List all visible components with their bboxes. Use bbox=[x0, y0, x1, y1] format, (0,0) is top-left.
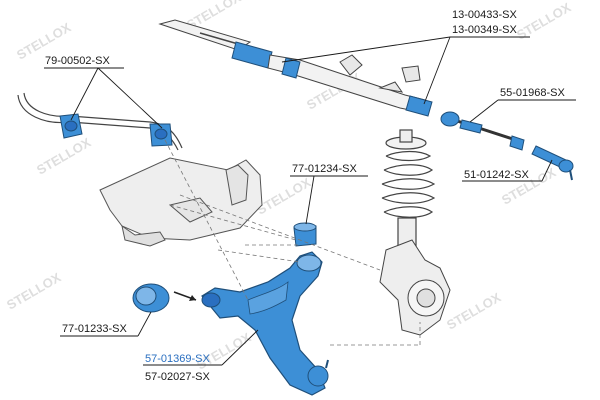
watermark-text: STELLOX bbox=[4, 269, 64, 312]
control-arm bbox=[201, 251, 329, 396]
steering-rack bbox=[158, 19, 433, 117]
rear-bushing bbox=[132, 283, 170, 313]
tie-rod-end bbox=[531, 145, 574, 181]
part-labels: 13-00433-SX 13-00349-SX 79-00502-SX 55-0… bbox=[45, 9, 565, 383]
subframe bbox=[99, 157, 263, 247]
stabilizer-bushing-left bbox=[59, 113, 83, 139]
rack-code-2: 13-00349-SX bbox=[452, 24, 517, 36]
upper-bushing bbox=[293, 222, 317, 247]
leader-lines bbox=[44, 36, 576, 366]
assembly-guides bbox=[164, 139, 421, 346]
rear-bushing-code: 77-01233-SX bbox=[62, 323, 127, 335]
stabilizer-bushing-right bbox=[149, 123, 173, 147]
tie-rod bbox=[440, 111, 525, 151]
watermark-text: STELLOX bbox=[514, 0, 574, 43]
upper-bushing-code: 77-01234-SX bbox=[292, 163, 357, 175]
rack-code-1: 13-00433-SX bbox=[452, 9, 517, 21]
watermark-text: STELLOX bbox=[194, 329, 254, 372]
watermark-text: STELLOX bbox=[444, 289, 504, 332]
control-arm-code-1: 57-01369-SX bbox=[145, 353, 210, 365]
strut-spring bbox=[381, 129, 436, 259]
watermark-text: STELLOX bbox=[34, 134, 94, 177]
tie-rod-code: 55-01968-SX bbox=[500, 87, 565, 99]
steering-knuckle bbox=[379, 239, 451, 336]
control-arm-code-2: 57-02027-SX bbox=[145, 371, 210, 383]
stabilizer-bushing-code: 79-00502-SX bbox=[45, 55, 110, 67]
tie-rod-end-code: 51-01242-SX bbox=[464, 169, 529, 181]
assembly-arrow bbox=[173, 291, 197, 301]
watermark-text: STELLOX bbox=[254, 174, 314, 217]
